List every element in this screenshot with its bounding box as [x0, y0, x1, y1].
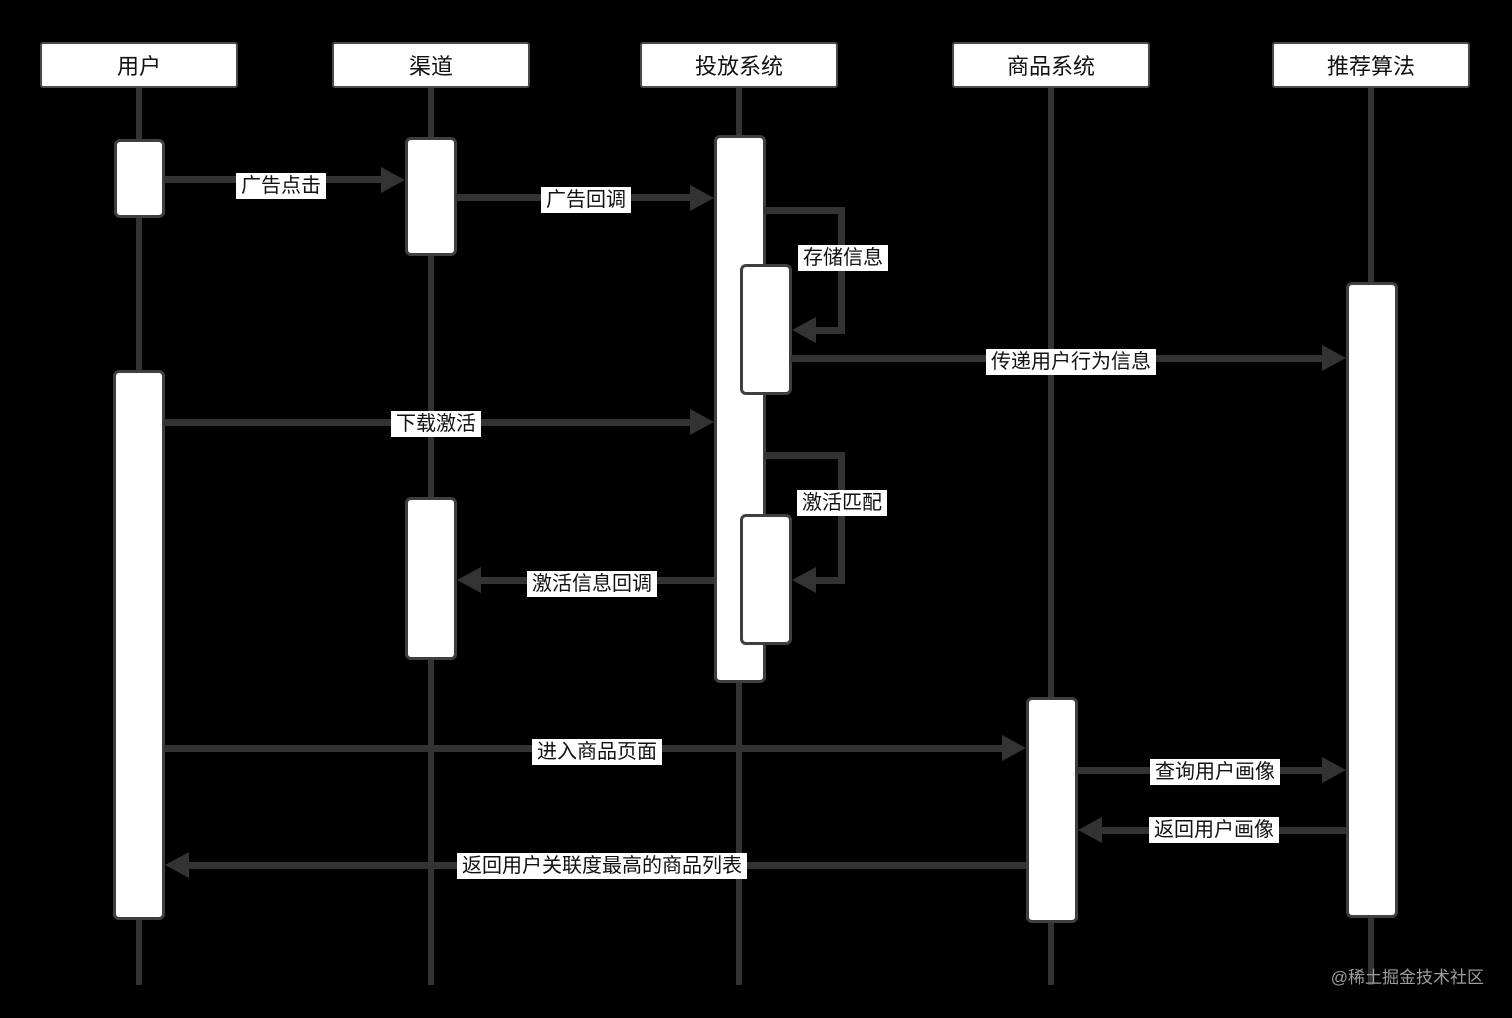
- activation-user-1: [114, 139, 165, 218]
- actor-box-recommendation-algorithm: 推荐算法: [1272, 42, 1470, 88]
- actor-label-user: 用户: [116, 54, 161, 79]
- actor-box-delivery-system: 投放系统: [640, 42, 838, 88]
- message-activation-match-arrowhead-icon: [792, 567, 816, 593]
- message-store-info-arrowhead-icon: [792, 317, 816, 343]
- watermark: @稀土掘金技术社区: [1330, 968, 1484, 987]
- activation-user-2: [113, 370, 165, 920]
- message-pass-behavior-arrowhead-icon: [1322, 345, 1346, 371]
- message-activation-match-line-vertical: [838, 452, 845, 584]
- message-label-query-profile: 查询用户画像: [1150, 759, 1280, 785]
- activation-delivery-nested-2: [740, 514, 792, 645]
- activation-product-system: [1026, 697, 1078, 923]
- message-activation-match-line-bottom: [814, 577, 845, 584]
- message-label-return-profile: 返回用户画像: [1149, 817, 1279, 843]
- lifeline-product-system: [1048, 88, 1054, 985]
- message-label-download-activate: 下载激活: [391, 411, 481, 437]
- actor-label-channel: 渠道: [408, 54, 453, 79]
- actor-label-product-system: 商品系统: [1006, 54, 1095, 79]
- message-label-store-info: 存储信息: [798, 245, 888, 271]
- message-store-info-line-top: [764, 207, 845, 214]
- message-download-activate-arrowhead-icon: [690, 409, 714, 435]
- message-store-info-line-bottom: [814, 327, 845, 334]
- actor-label-recommendation-algorithm: 推荐算法: [1326, 54, 1415, 79]
- actor-box-user: 用户: [40, 42, 238, 88]
- message-label-ad-click: 广告点击: [236, 173, 326, 199]
- message-ad-click-arrowhead-icon: [381, 167, 405, 193]
- message-label-ad-callback: 广告回调: [541, 187, 631, 213]
- activation-channel-1: [405, 137, 457, 256]
- message-query-profile-arrowhead-icon: [1322, 757, 1346, 783]
- message-ad-callback-arrowhead-icon: [690, 185, 714, 211]
- actor-label-delivery-system: 投放系统: [694, 54, 783, 79]
- message-activation-callback-arrowhead-icon: [457, 567, 481, 593]
- activation-channel-2: [405, 497, 457, 660]
- message-activation-match-line-top: [764, 452, 845, 459]
- message-label-activation-match: 激活匹配: [797, 490, 887, 516]
- message-return-product-list-arrowhead-icon: [165, 852, 189, 878]
- actor-box-channel: 渠道: [332, 42, 530, 88]
- activation-delivery-nested-1: [740, 264, 792, 395]
- message-label-return-product-list: 返回用户关联度最高的商品列表: [457, 853, 747, 879]
- message-enter-product-page-arrowhead-icon: [1002, 735, 1026, 761]
- activation-recommendation-algorithm: [1346, 282, 1398, 918]
- message-return-profile-arrowhead-icon: [1078, 817, 1102, 843]
- message-label-activation-callback: 激活信息回调: [527, 571, 657, 597]
- message-label-pass-behavior: 传递用户行为信息: [986, 349, 1156, 375]
- message-label-enter-product-page: 进入商品页面: [532, 739, 662, 765]
- actor-box-product-system: 商品系统: [952, 42, 1150, 88]
